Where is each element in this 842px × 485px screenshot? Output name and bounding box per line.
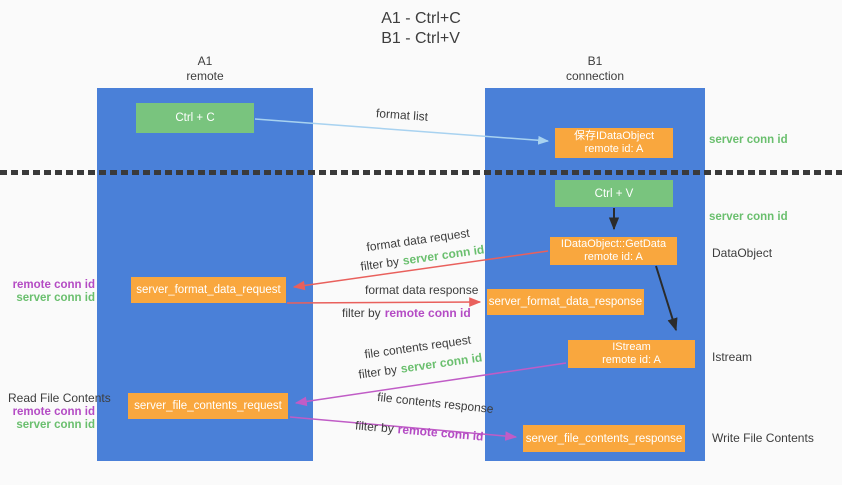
label-istream: Istream (712, 350, 753, 364)
column-a1-role: remote (186, 69, 224, 83)
node-save-idataobject: 保存IDataObject remote id: A (555, 128, 673, 158)
node-idataobject-getdata: IDataObject::GetData remote id: A (550, 237, 677, 265)
node-server-file-contents-request: server_file_contents_request (128, 393, 288, 419)
node-istream-line1: IStream (612, 341, 651, 353)
node-save-idataobject-line2: remote id: A (584, 143, 644, 155)
arrow-getdata-to-istream (655, 265, 678, 332)
remote-conn-id-text: remote conn id (384, 306, 471, 320)
arrow-format-list (254, 118, 550, 145)
label-conn-ids-left-bottom: remote conn id server conn id (5, 406, 95, 432)
node-ctrl-v: Ctrl + V (555, 180, 673, 207)
arrow-format-data-response (286, 297, 482, 307)
node-server-format-data-request: server_format_data_request (131, 277, 286, 303)
label-read-file-contents: Read File Contents (8, 391, 111, 405)
column-header-a1: A1 remote (97, 54, 313, 84)
filter-by-text: filter by (342, 306, 381, 320)
node-istream: IStream remote id: A (568, 340, 695, 368)
node-idataobject-getdata-line1: IDataObject::GetData (560, 238, 667, 250)
label-server-conn-id-right-mid: server conn id (709, 211, 788, 223)
label-conn-ids-left-top: remote conn id server conn id (5, 279, 95, 305)
column-b1-role: connection (565, 69, 625, 83)
server-conn-id-label: server conn id (16, 419, 95, 431)
remote-conn-id-label: remote conn id (12, 406, 95, 418)
column-b1-name: B1 (587, 54, 603, 68)
title-line-1: A1 - Ctrl+C (381, 10, 461, 27)
label-format-data-response: format data response (365, 283, 479, 297)
arrow-file-contents-request (294, 362, 567, 407)
label-write-file-contents: Write File Contents (712, 431, 814, 445)
dotted-separator-line (0, 170, 842, 175)
label-server-conn-id-right-top: server conn id (709, 134, 788, 146)
diagram-title: A1 - Ctrl+C B1 - Ctrl+V (0, 9, 842, 49)
title-line-2: B1 - Ctrl+V (381, 30, 460, 47)
node-server-file-contents-response: server_file_contents_response (523, 425, 685, 452)
column-header-b1: B1 connection (485, 54, 705, 84)
label-dataobject: DataObject (712, 246, 773, 260)
server-conn-id-label: server conn id (16, 292, 95, 304)
column-a1-name: A1 (197, 54, 213, 68)
remote-conn-id-label: remote conn id (12, 279, 95, 291)
node-server-format-data-response: server_format_data_response (487, 289, 644, 315)
arrow-format-data-request (292, 250, 549, 291)
node-idataobject-getdata-line2: remote id: A (584, 251, 643, 263)
node-save-idataobject-line1: 保存IDataObject (573, 130, 655, 142)
node-ctrl-c: Ctrl + C (136, 103, 254, 133)
node-istream-line2: remote id: A (602, 354, 661, 366)
arrow-file-contents-response (289, 416, 518, 441)
